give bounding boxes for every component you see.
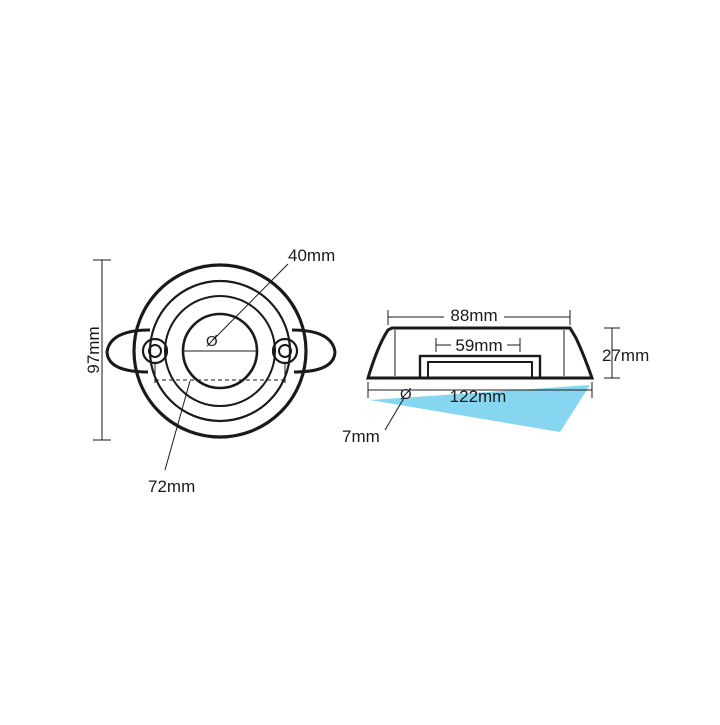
recess-outer: [418, 354, 542, 380]
accent-wedge: [370, 385, 590, 432]
top-width-label: 88mm: [450, 306, 497, 325]
right-lug: [291, 328, 337, 374]
left-bolt-hole-outer: [141, 337, 169, 365]
left-lug: [105, 328, 151, 374]
bolt-spacing-label: 72mm: [148, 477, 195, 496]
bolt-hole-leader: [384, 397, 405, 431]
top-view: Ø 40mm 72mm 97mm: [84, 246, 337, 496]
base-width-label: 122mm: [450, 387, 507, 406]
center-hole: [181, 312, 259, 390]
left-bolt-hole-inner: [148, 344, 162, 358]
center-hole-symbol: Ø: [206, 333, 218, 350]
center-hole-label: 40mm: [288, 246, 335, 265]
bolt-hole-label: 7mm: [342, 427, 380, 446]
center-hole-leader: [212, 263, 289, 341]
recess-width-label: 59mm: [455, 336, 502, 355]
recess-inner: [427, 361, 533, 379]
side-height-label: 27mm: [602, 346, 649, 365]
outer-body: [132, 263, 308, 439]
top-width-label-bg: [444, 305, 504, 323]
side-view: 88mm 59mm 122mm 27mm Ø 7mm: [342, 305, 649, 446]
right-bolt-hole-outer: [271, 337, 299, 365]
side-body-outline: [365, 326, 595, 380]
bolt-spacing-leader: [164, 380, 191, 471]
right-bolt-hole-inner: [278, 344, 292, 358]
height-label: 97mm: [84, 326, 103, 373]
bolt-hole-symbol: Ø: [400, 386, 412, 403]
inner-ring-mid: [164, 295, 276, 407]
recess-width-label-bg: [451, 336, 507, 353]
